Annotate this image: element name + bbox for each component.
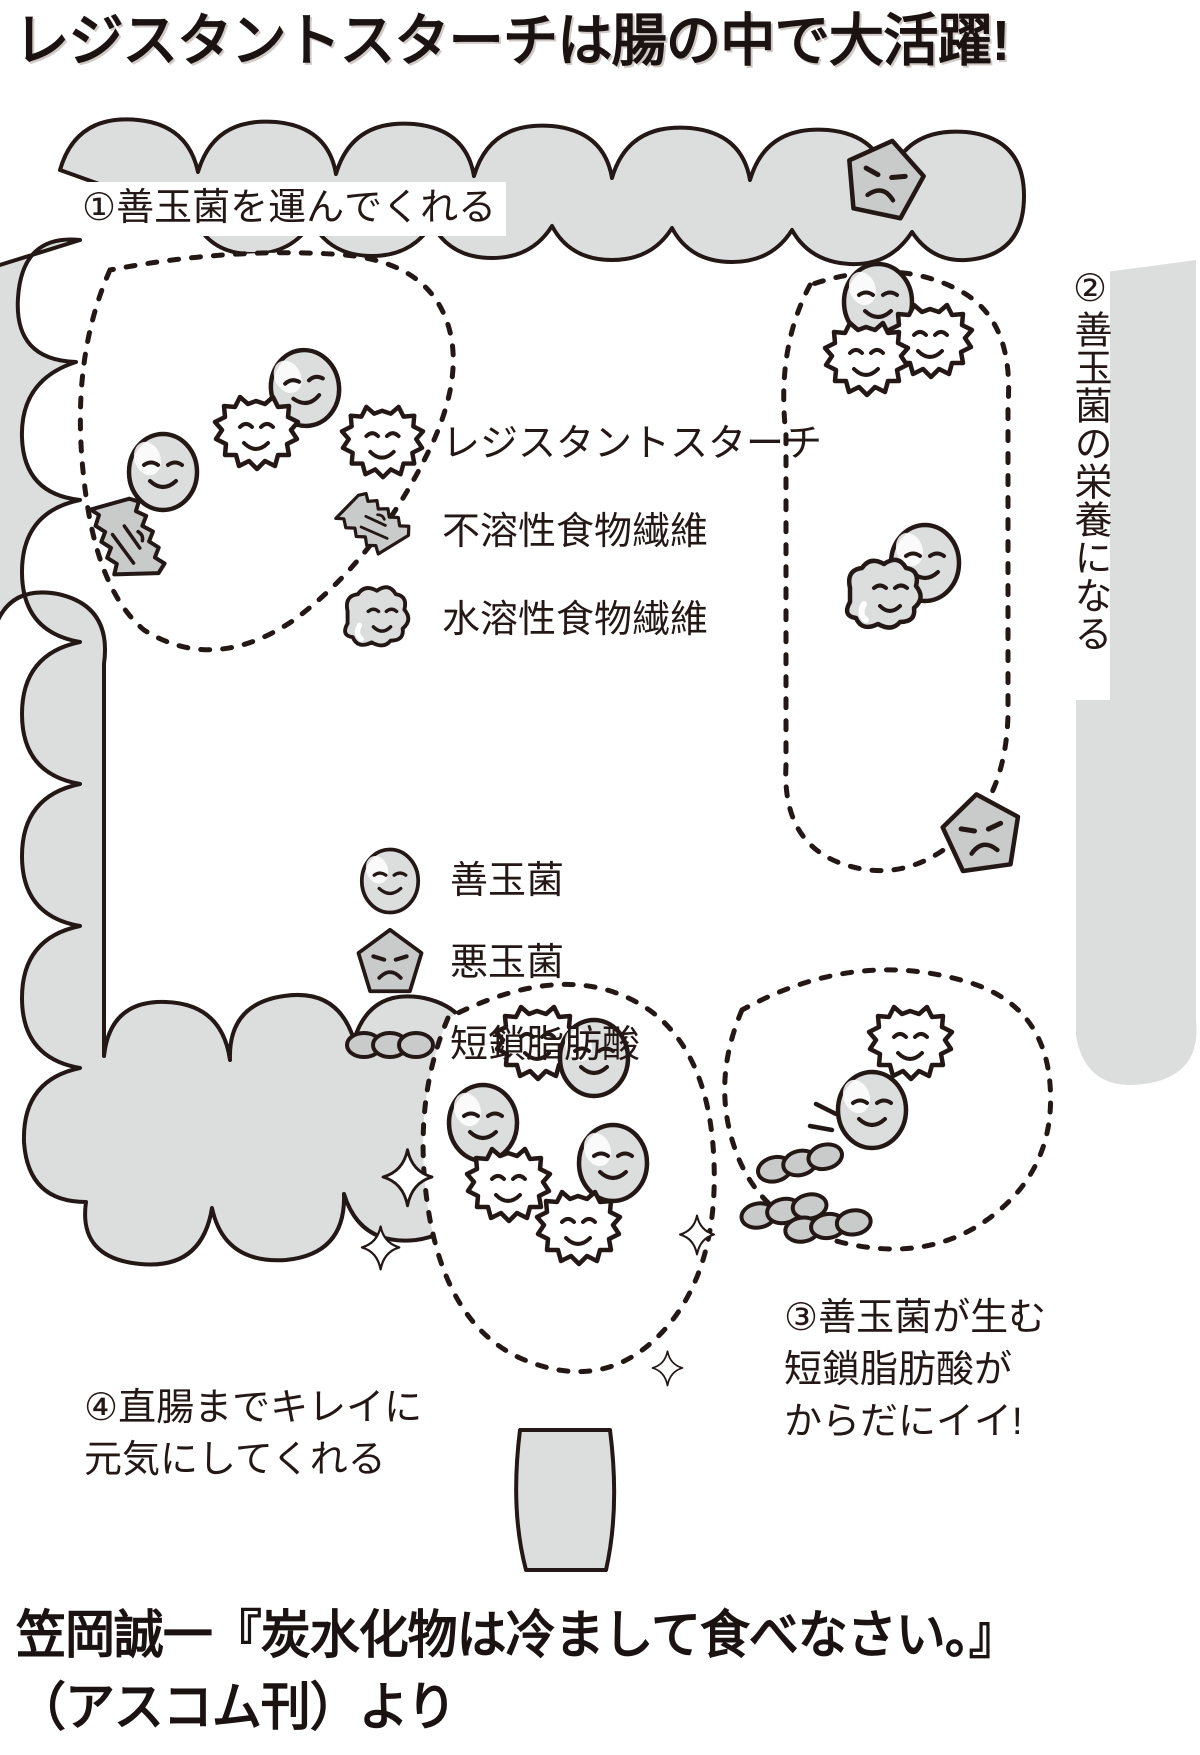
source-caption: 笠岡誠一『炭水化物は冷まして食べなさい。』 （アスコム刊）より bbox=[16, 1600, 1139, 1744]
legend-group-bacteria: 善玉菌 悪玉菌 短鎖脂肪酸 bbox=[338, 840, 640, 1086]
soluble-fiber-icon bbox=[330, 576, 434, 664]
zone-3-figures bbox=[737, 1007, 952, 1246]
good-bacteria-icon bbox=[338, 840, 442, 922]
legend-item-good-bacteria: 善玉菌 bbox=[338, 840, 640, 922]
bad-bacteria-icon bbox=[338, 922, 442, 1004]
callout-3-line-1: ③善玉菌が生む bbox=[784, 1297, 1047, 1339]
callout-4-line-1: ④直腸までキレイに bbox=[84, 1387, 423, 1429]
callout-4-clean-rectum: ④直腸までキレイに 元気にしてくれる bbox=[78, 1380, 429, 1488]
legend-item-soluble-fiber: 水溶性食物繊維 bbox=[330, 576, 822, 664]
callout-4-line-2: 元気にしてくれる bbox=[84, 1439, 386, 1481]
legend-label-good-bacteria: 善玉菌 bbox=[450, 860, 565, 902]
callout-3-line-3: からだにイイ! bbox=[784, 1401, 1023, 1443]
legend-item-bad-bacteria: 悪玉菌 bbox=[338, 922, 640, 1004]
short-chain-fatty-acid-icon bbox=[338, 1015, 442, 1075]
callout-1-good-bacteria-delivery: ①善玉菌を運んでくれる bbox=[78, 182, 507, 236]
page-title: レジスタントスターチは腸の中で大活躍! bbox=[14, 9, 1010, 73]
callout-3-line-2: 短鎖脂肪酸が bbox=[784, 1349, 1013, 1391]
legend-item-insoluble-fiber: 不溶性食物繊維 bbox=[330, 488, 822, 576]
rectum bbox=[514, 1428, 617, 1572]
legend-label-insoluble-fiber: 不溶性食物繊維 bbox=[442, 511, 709, 553]
zone-4-dashed-region bbox=[420, 982, 717, 1375]
callout-2-bacteria-nutrition: ②善玉菌の栄養になる bbox=[1068, 262, 1110, 700]
legend-label-soluble-fiber: 水溶性食物繊維 bbox=[442, 599, 709, 641]
source-caption-line-2: （アスコム刊）より bbox=[16, 1679, 457, 1737]
legend-label-short-chain-fatty-acid: 短鎖脂肪酸 bbox=[450, 1024, 641, 1066]
legend-label-bad-bacteria: 悪玉菌 bbox=[450, 942, 565, 984]
legend-group-substances: レジスタントスターチ 不溶性食物繊維 水溶性食物繊維 bbox=[330, 400, 822, 664]
resistant-starch-icon bbox=[330, 400, 434, 488]
callout-3-short-chain-fatty-acid: ③善玉菌が生む 短鎖脂肪酸が からだにイイ! bbox=[778, 1290, 1053, 1450]
source-caption-line-1: 笠岡誠一『炭水化物は冷まして食べなさい。』 bbox=[16, 1607, 1019, 1665]
legend-item-resistant-starch: レジスタントスターチ bbox=[330, 400, 822, 488]
legend-label-resistant-starch: レジスタントスターチ bbox=[442, 423, 823, 465]
legend-item-short-chain-fatty-acid: 短鎖脂肪酸 bbox=[338, 1004, 640, 1086]
insoluble-fiber-icon bbox=[330, 488, 434, 576]
